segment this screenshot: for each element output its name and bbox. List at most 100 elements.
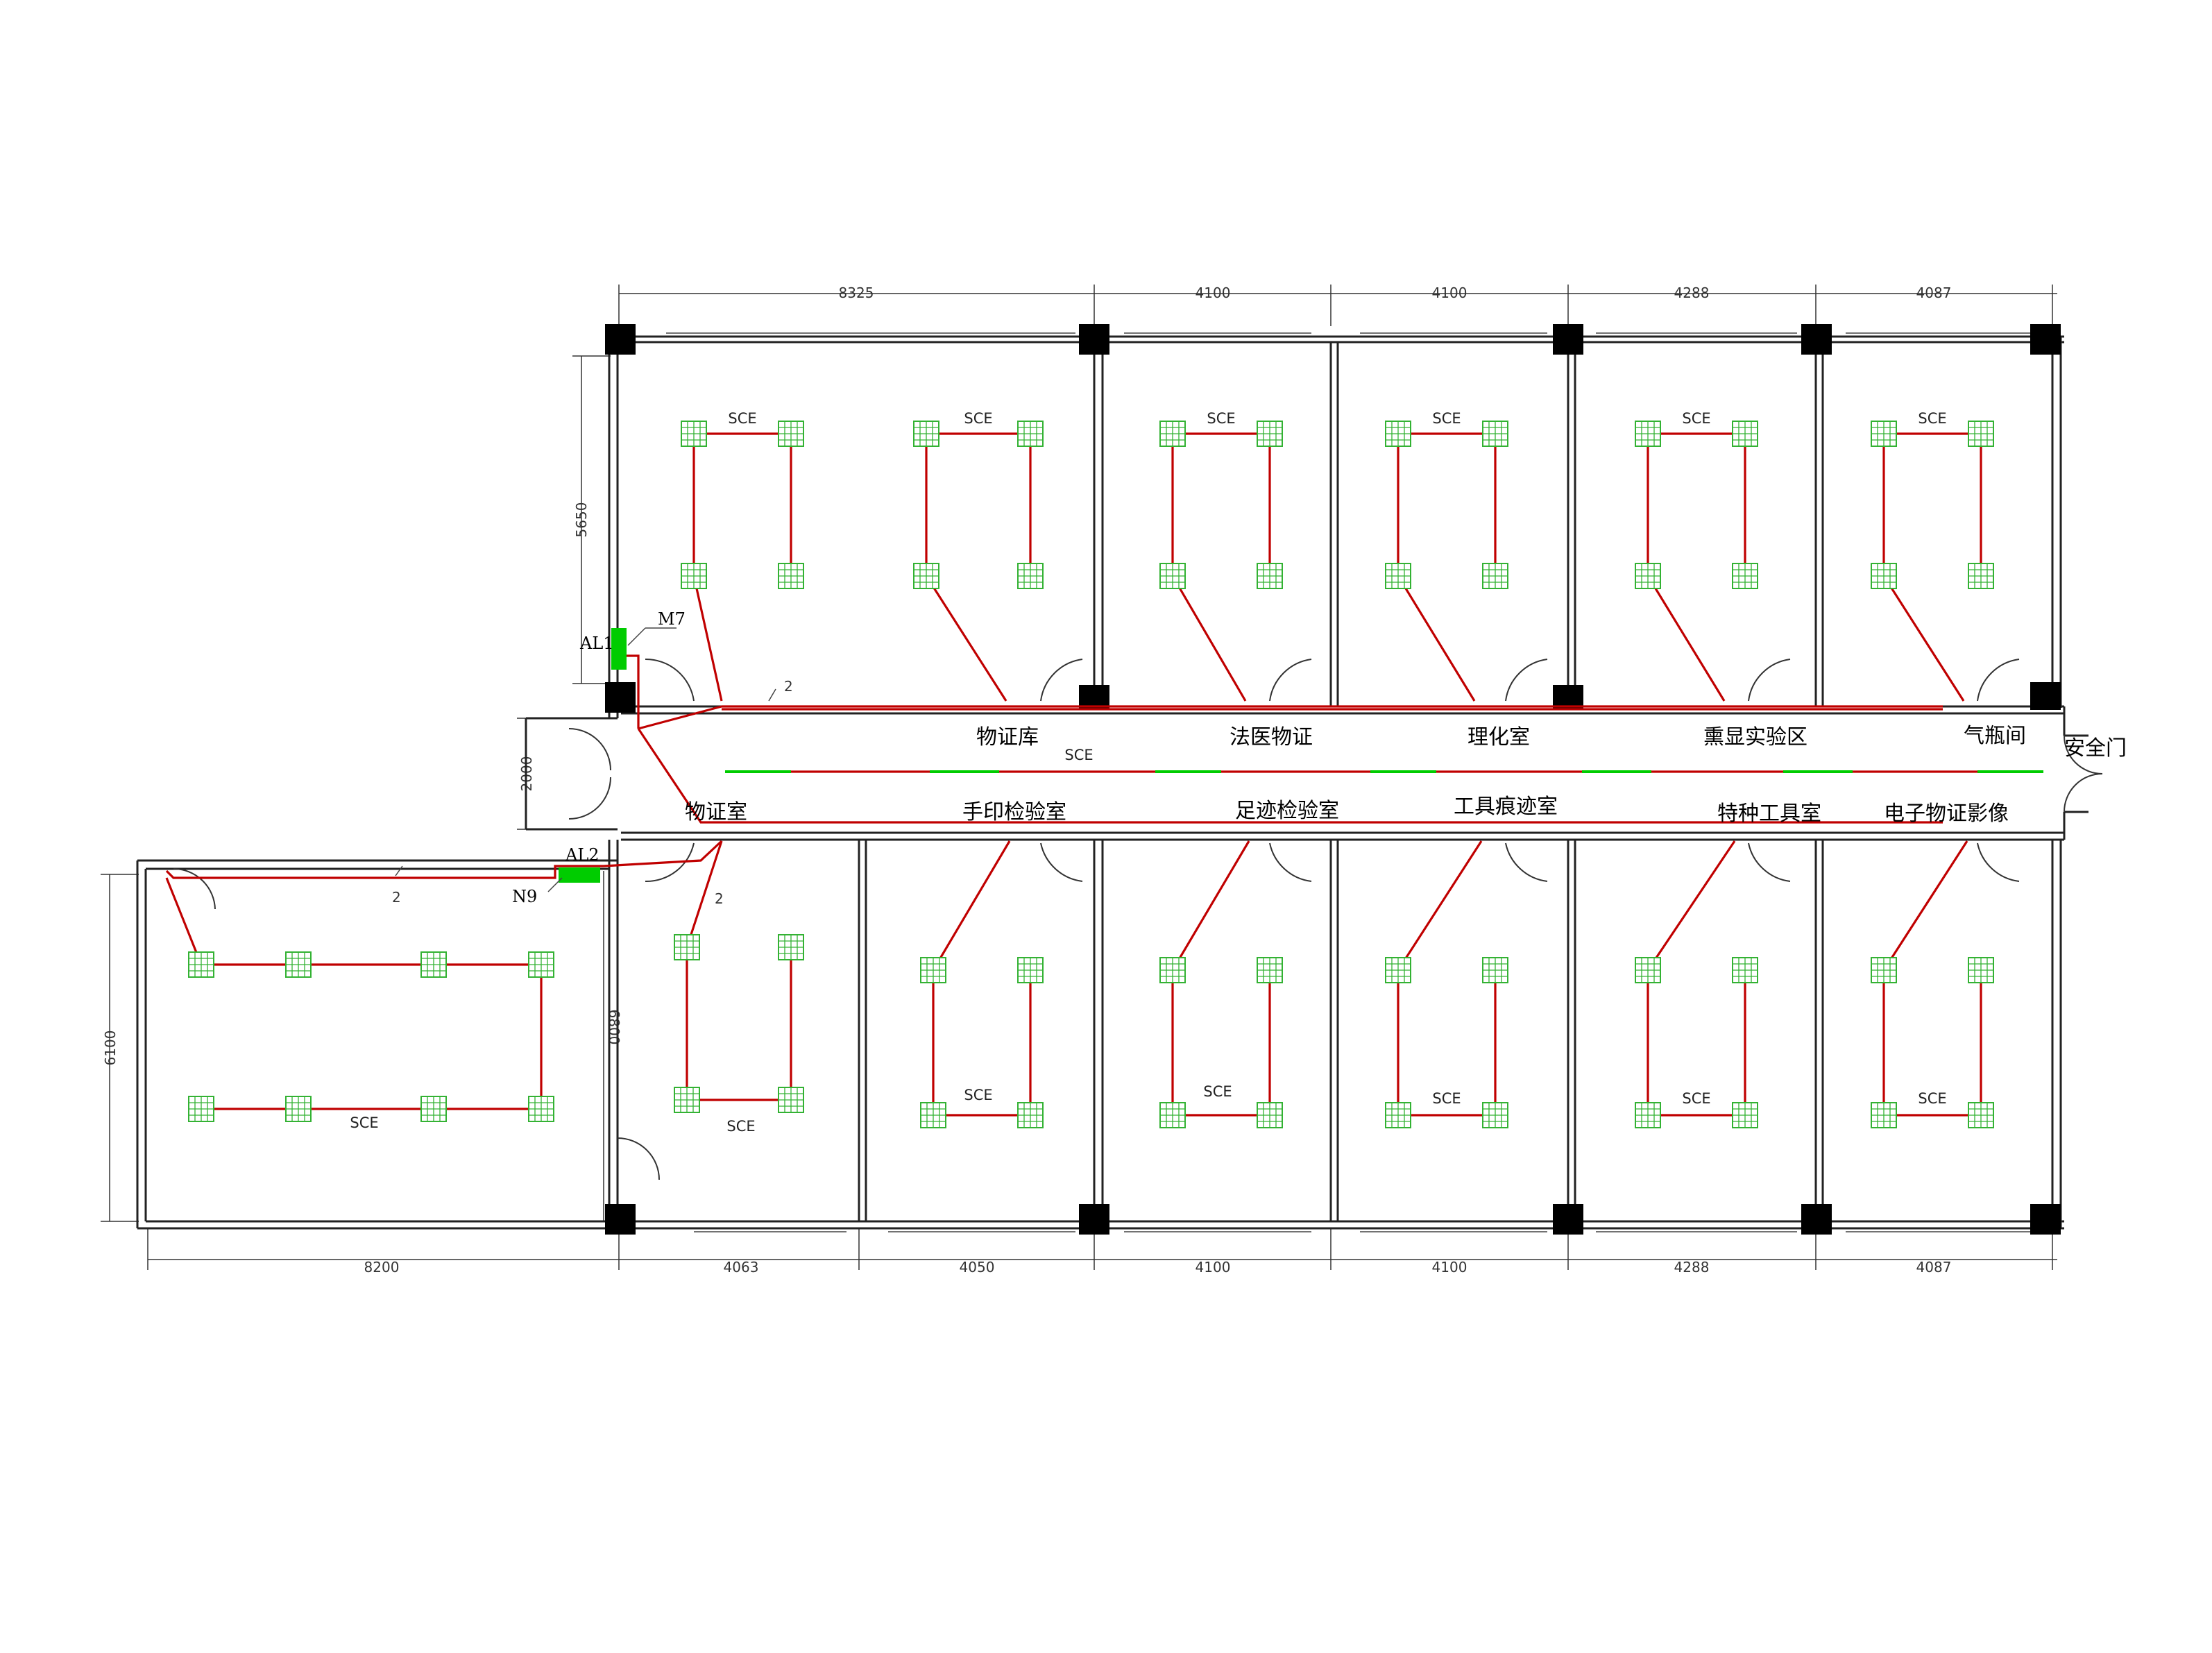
panel-al2-icon (559, 867, 600, 883)
dim-top-5: 4087 (1916, 285, 1952, 301)
wire-count-top: 2 (784, 678, 793, 695)
ceiling-light-icon (674, 1087, 700, 1113)
room-label: 足迹检验室 (1235, 799, 1339, 823)
ceiling-light-icon (1159, 421, 1186, 447)
ceiling-light-icon (1968, 563, 1994, 589)
ceiling-light-icon (1257, 563, 1283, 589)
ceiling-light-icon (285, 1096, 312, 1122)
sce-label: SCE (1432, 1090, 1461, 1107)
ceiling-light-icon (420, 951, 447, 978)
ceiling-light-icon (1482, 957, 1508, 983)
ceiling-light-icon (1159, 1102, 1186, 1128)
ceiling-light-icon (920, 1102, 946, 1128)
dim-left-total: 8200 (364, 1259, 400, 1275)
ceiling-light-icon (1159, 957, 1186, 983)
panel-al1-icon (611, 628, 627, 670)
panel-al2-label: AL2 (565, 845, 599, 865)
ceiling-light-icon (1732, 957, 1758, 983)
sce-label: SCE (1682, 410, 1710, 427)
dim-bottom-3: 4100 (1196, 1259, 1231, 1275)
ceiling-light-icon (1968, 1102, 1994, 1128)
room-label: 物证库 (976, 725, 1039, 749)
light-fixtures (188, 421, 1994, 1128)
ceiling-light-icon (1385, 957, 1411, 983)
room-label: 手印检验室 (962, 800, 1066, 824)
ceiling-light-icon (778, 421, 804, 447)
dim-top-3: 4100 (1432, 285, 1467, 301)
ceiling-light-icon (1968, 957, 1994, 983)
ceiling-light-icon (778, 1087, 804, 1113)
ceiling-light-icon (1482, 421, 1508, 447)
ceiling-light-icon (1635, 563, 1661, 589)
room-label: 电子物证影像 (1884, 802, 2009, 826)
wire-count-bottom: 2 (715, 890, 724, 907)
ceiling-light-icon (1017, 957, 1044, 983)
ceiling-light-icon (1635, 421, 1661, 447)
ceiling-light-icon (1871, 421, 1897, 447)
ceiling-light-icon (778, 934, 804, 960)
ceiling-light-icon (1385, 563, 1411, 589)
sce-label: SCE (1918, 410, 1946, 427)
distribution-panels: AL1 AL2 M7 N9 (512, 609, 686, 906)
sce-label: SCE (1203, 1083, 1232, 1100)
sce-label: SCE (964, 410, 992, 427)
sce-label: SCE (964, 1087, 992, 1103)
top-dimension-line: 8325 4100 4100 4288 4087 (618, 285, 2057, 326)
room-label: 熏显实验区 (1703, 725, 1807, 749)
room-label: 安全门 (2064, 736, 2127, 761)
dim-top-4: 4288 (1674, 285, 1710, 301)
ceiling-light-icon (1732, 563, 1758, 589)
ceiling-light-icon (1017, 563, 1044, 589)
dim-bottom-4: 4100 (1432, 1259, 1467, 1275)
ceiling-light-icon (1159, 563, 1186, 589)
dim-bottom-2: 4050 (960, 1259, 995, 1275)
ceiling-light-icon (674, 934, 700, 960)
wiring (165, 432, 1982, 1117)
sce-label: SCE (350, 1114, 378, 1131)
ceiling-light-icon (188, 1096, 214, 1122)
room-label: 法医物证 (1230, 725, 1313, 749)
room-label: 工具痕迹室 (1454, 795, 1558, 819)
room-label: 理化室 (1467, 725, 1530, 749)
ceiling-light-icon (1871, 1102, 1897, 1128)
ceiling-light-icon (1385, 421, 1411, 447)
ceiling-light-icon (1732, 1102, 1758, 1128)
dim-bottom-5: 4288 (1674, 1259, 1710, 1275)
room-label: 物证室 (685, 800, 747, 824)
dim-top-1: 8325 (839, 285, 874, 301)
ceiling-light-icon (1017, 421, 1044, 447)
sce-label: SCE (1064, 747, 1093, 763)
ceiling-light-icon (1732, 421, 1758, 447)
doors (173, 658, 2103, 1180)
sce-label: SCE (1432, 410, 1461, 427)
room-label: 特种工具室 (1717, 802, 1821, 826)
ceiling-light-icon (1385, 1102, 1411, 1128)
dim-bottom-1: 4063 (724, 1259, 759, 1275)
wire-count-marks: 2 2 2 (392, 678, 793, 907)
panel-m7-label: M7 (658, 609, 686, 629)
ceiling-light-icon (1257, 421, 1283, 447)
ceiling-light-icon (285, 951, 312, 978)
sce-label: SCE (1918, 1090, 1946, 1107)
ceiling-light-icon (528, 951, 554, 978)
panel-n9-label: N9 (512, 887, 537, 906)
ceiling-light-icon (1871, 957, 1897, 983)
sce-label: SCE (1207, 410, 1235, 427)
sce-label: SCE (728, 410, 756, 427)
ceiling-light-icon (528, 1096, 554, 1122)
ceiling-light-icon (420, 1096, 447, 1122)
ceiling-light-icon (1482, 563, 1508, 589)
ceiling-light-icon (913, 421, 939, 447)
dim-6100: 6100 (102, 1031, 119, 1066)
ceiling-light-icon (1257, 957, 1283, 983)
dim-top-2: 4100 (1196, 285, 1231, 301)
ceiling-light-icon (1968, 421, 1994, 447)
room-label: 气瓶间 (1964, 724, 2026, 748)
panel-al1-label: AL1 (579, 634, 614, 653)
sce-label: SCE (1682, 1090, 1710, 1107)
structural-columns (605, 324, 2061, 1235)
sce-label: SCE (726, 1118, 755, 1135)
ceiling-light-icon (1635, 957, 1661, 983)
dim-bottom-6: 4087 (1916, 1259, 1952, 1275)
